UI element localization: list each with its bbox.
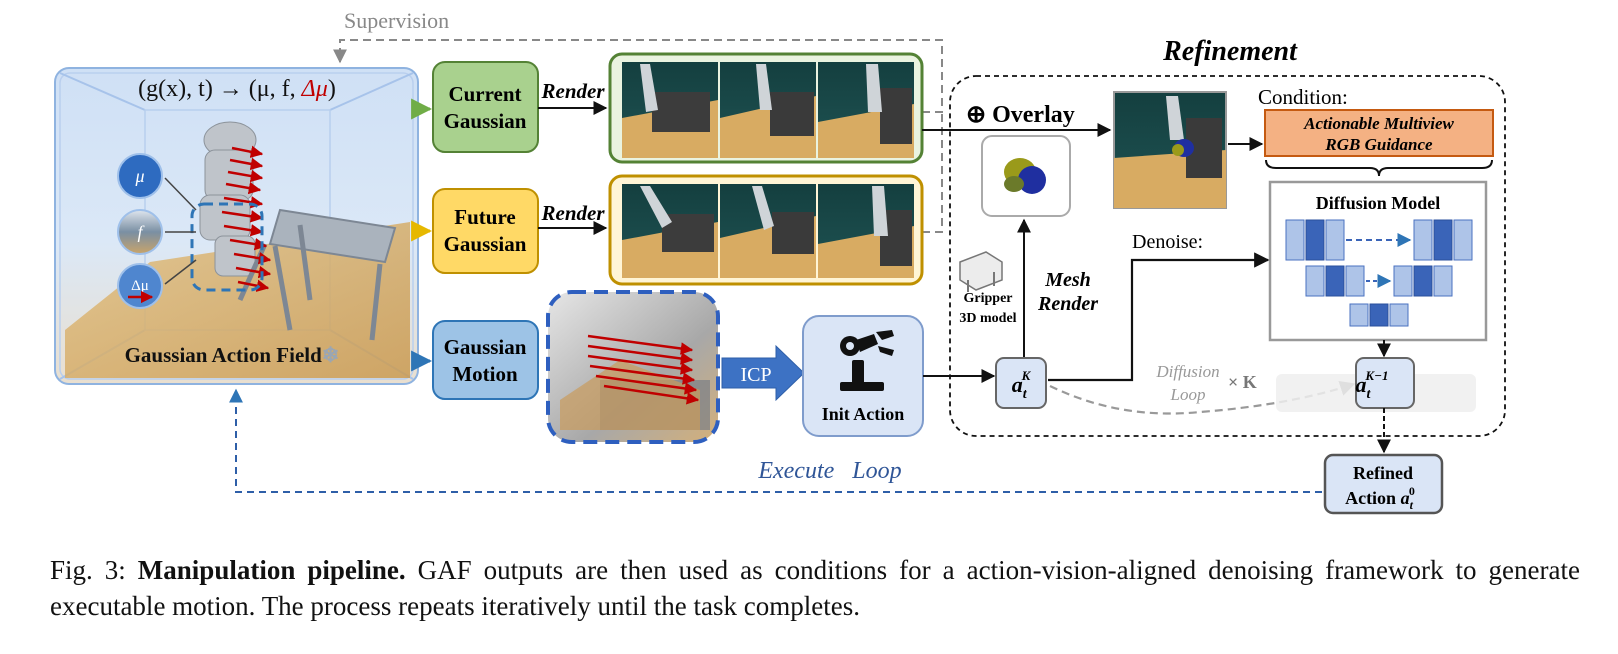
gaf-formula: (g(x), t) → (μ, f, Δμ)	[138, 76, 336, 102]
refined-action-box: Refined Action at0	[1323, 453, 1444, 515]
svg-text:atK: atK	[1012, 368, 1032, 402]
rgb-guidance-box: Actionable Multiview RGB Guidance	[1264, 109, 1494, 157]
gaf-label: Gaussian Action Field❄	[125, 343, 340, 367]
times-k-label: × K	[1228, 372, 1257, 392]
supervision-label: Supervision	[344, 8, 449, 33]
svg-text:atK−1: atK−1	[1356, 368, 1389, 402]
render-label-future: Render	[541, 201, 606, 225]
future-render-views	[608, 174, 924, 286]
svg-text:Motion: Motion	[452, 362, 518, 386]
condition-label: Condition:	[1258, 85, 1348, 109]
execute-loop-label: Execute Loop	[757, 458, 901, 484]
svg-text:Current: Current	[448, 82, 521, 106]
caption-prefix: Fig. 3:	[50, 555, 138, 585]
init-action-box: Init Action	[802, 315, 924, 437]
current-view-2	[720, 62, 816, 158]
gripper-3d-model-icon: Gripper 3D model	[959, 251, 1017, 326]
current-render-views	[608, 52, 924, 164]
gaussian-action-field-panel: μ f Δμ (g(x), t) → (μ, f, Δμ) Gaussian A…	[54, 67, 419, 385]
diffusion-model-box: Diffusion Model	[1268, 180, 1488, 342]
mesh-render-label-2: Render	[1037, 293, 1098, 315]
motion-arrows	[221, 145, 272, 292]
future-view-2	[720, 184, 816, 278]
svg-text:Δμ: Δμ	[131, 278, 149, 294]
future-view-3	[818, 184, 914, 278]
icp-arrow: ICP	[721, 344, 805, 402]
svg-text:Gaussian: Gaussian	[444, 109, 527, 133]
svg-text:Gaussian: Gaussian	[444, 335, 527, 359]
svg-text:Future: Future	[454, 205, 515, 229]
highlight-region	[190, 202, 264, 292]
caption-text: GAF outputs are then used as conditions …	[50, 555, 1580, 621]
svg-text:Diffusion Model: Diffusion Model	[1316, 193, 1441, 213]
svg-text:ICP: ICP	[740, 364, 771, 386]
svg-text:Action at0: Action at0	[1345, 484, 1415, 512]
svg-text:3D model: 3D model	[959, 311, 1016, 326]
motion-point-cloud-image	[546, 290, 720, 444]
refinement-title: Refinement	[1162, 36, 1298, 67]
action-node-k-minus-1: atK−1	[1355, 357, 1415, 409]
current-view-1	[622, 62, 718, 158]
svg-text:Actionable Multiview: Actionable Multiview	[1303, 114, 1454, 133]
svg-text:Gripper: Gripper	[964, 291, 1013, 306]
overlay-result-image	[1113, 91, 1227, 209]
execute-loop: Execute Loop	[229, 388, 1322, 493]
caption-title: Manipulation pipeline.	[137, 555, 406, 585]
render-label-current: Render	[541, 79, 606, 103]
param-delta-mu: Δμ	[117, 263, 163, 309]
future-view-1	[622, 184, 718, 278]
denoise-arrow	[1048, 252, 1270, 382]
current-gaussian-box: Current Gaussian	[432, 61, 539, 153]
svg-text:RGB Guidance: RGB Guidance	[1324, 135, 1433, 154]
mesh-render-label-1: Mesh	[1044, 269, 1091, 291]
svg-text:f: f	[137, 222, 145, 242]
overlay-label: ⊕ Overlay	[966, 102, 1075, 128]
svg-text:Gaussian: Gaussian	[444, 232, 527, 256]
gripper-render-thumbnail	[981, 135, 1071, 217]
svg-text:μ: μ	[134, 166, 144, 186]
refinement-region: Refinement ⊕ Overlay Gripper 3D model Me…	[949, 36, 1506, 437]
param-mu: μ	[117, 153, 163, 199]
diffusion-loop-label-2: Loop	[1170, 385, 1206, 404]
future-gaussian-box: Future Gaussian	[432, 188, 539, 274]
diffusion-loop-label-1: Diffusion	[1155, 362, 1219, 381]
unet-blocks	[1285, 219, 1473, 327]
action-node-k: atK	[995, 357, 1047, 409]
figure-caption: Fig. 3: Manipulation pipeline. GAF outpu…	[50, 552, 1580, 624]
robot-arm-icon	[840, 330, 894, 391]
gaussian-motion-box: Gaussian Motion	[432, 320, 539, 400]
supervision-loop: Supervision	[333, 8, 943, 233]
denoise-label: Denoise:	[1132, 231, 1203, 253]
svg-text:Init Action: Init Action	[822, 404, 905, 424]
condition-brace	[1265, 159, 1493, 177]
current-view-3	[818, 62, 914, 158]
svg-text:Refined: Refined	[1353, 463, 1413, 483]
param-f: f	[117, 209, 163, 255]
